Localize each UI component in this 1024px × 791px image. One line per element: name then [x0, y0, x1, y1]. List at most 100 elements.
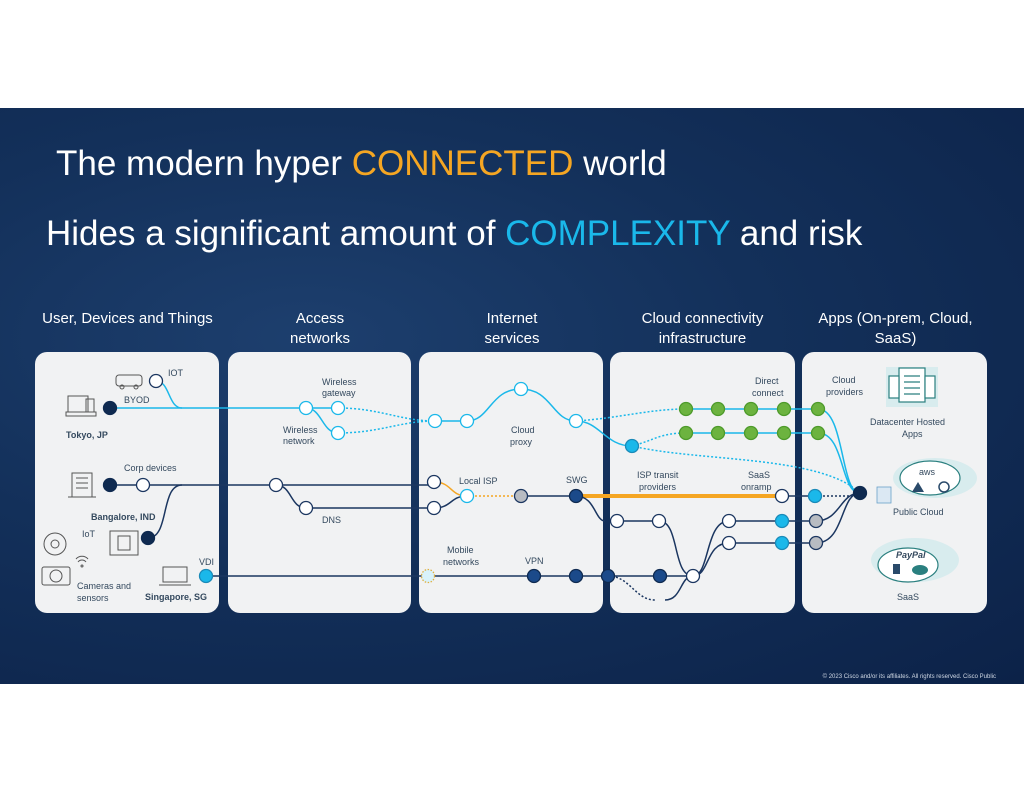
network-node: [808, 513, 824, 529]
network-node: [678, 401, 694, 417]
network-node: [652, 568, 668, 584]
network-node: [459, 488, 475, 504]
network-node: [140, 530, 156, 546]
laptop-icon: [159, 566, 191, 586]
network-node: [721, 513, 737, 529]
network-node: [426, 500, 442, 516]
label-vdi: VDI: [199, 557, 214, 567]
label-bangalore: Bangalore, IND: [91, 512, 156, 522]
column-header-access: Access networks: [289, 310, 351, 347]
label-public-cloud: Public Cloud: [893, 507, 944, 517]
label-sensors: sensors: [77, 593, 109, 603]
wifi-icon: [75, 555, 89, 568]
building-icon: [68, 472, 96, 498]
network-node: [198, 568, 214, 584]
network-node: [710, 425, 726, 441]
aws-logo: aws: [919, 467, 936, 477]
network-node: [148, 373, 164, 389]
network-node: [810, 425, 826, 441]
network-diagram: IOT BYOD Tokyo, JP Corp devices Bangalor…: [41, 367, 977, 603]
network-node: [298, 500, 314, 516]
network-node: [102, 477, 118, 493]
gear-icon: [43, 532, 67, 556]
paypal-logo: PayPal: [896, 550, 926, 560]
camera-icon: [41, 566, 71, 586]
network-node: [685, 568, 701, 584]
network-node: [721, 535, 737, 551]
slide: The modern hyper CONNECTED world Hides a…: [0, 108, 1024, 684]
label-vpn: VPN: [525, 556, 544, 566]
label-saas: SaaS: [897, 592, 919, 602]
network-node: [420, 568, 436, 584]
column-header-users: User, Devices and Things: [42, 310, 213, 327]
slide-subtitle: Hides a significant amount of COMPLEXITY…: [46, 214, 863, 253]
network-node: [810, 401, 826, 417]
network-node: [776, 401, 792, 417]
label-cameras: Cameras and: [77, 581, 131, 591]
slide-title: The modern hyper CONNECTED world: [56, 144, 667, 183]
cloud-server-icon: [876, 486, 892, 504]
network-node: [568, 568, 584, 584]
network-node: [426, 474, 442, 490]
network-node: [743, 425, 759, 441]
column-header-cloud-connectivity: Cloud connectivity infrastructure: [641, 310, 764, 347]
network-node: [774, 513, 790, 529]
label-local-isp: Local ISP: [459, 476, 498, 486]
controller-icon: [109, 530, 139, 556]
network-node: [568, 413, 584, 429]
panel-users: [35, 352, 219, 613]
network-node: [609, 513, 625, 529]
label-swg: SWG: [566, 475, 588, 485]
network-node: [807, 488, 823, 504]
network-node: [135, 477, 151, 493]
network-node: [427, 413, 443, 429]
network-node: [774, 535, 790, 551]
network-node: [600, 568, 616, 584]
node-group: [102, 373, 868, 584]
network-node: [330, 400, 346, 416]
saas-cloud-icon: PayPal: [871, 538, 959, 583]
network-node: [776, 425, 792, 441]
network-node: [774, 488, 790, 504]
devices-icon: [65, 395, 97, 417]
panel-access: [228, 352, 411, 613]
network-node: [624, 438, 640, 454]
network-node: [330, 425, 346, 441]
network-node: [743, 401, 759, 417]
panel-internet: [419, 352, 603, 613]
network-node: [568, 488, 584, 504]
label-corp-devices: Corp devices: [124, 463, 177, 473]
network-node: [651, 513, 667, 529]
column-header-internet: Internet services: [484, 310, 540, 347]
van-icon: [115, 374, 143, 390]
copyright-footer: © 2023 Cisco and/or its affiliates. All …: [822, 674, 996, 680]
public-cloud-icon: aws: [893, 458, 977, 498]
label-dns: DNS: [322, 515, 341, 525]
network-node: [852, 485, 868, 501]
datacenter-icon: [886, 367, 938, 407]
network-node: [298, 400, 314, 416]
network-node: [459, 413, 475, 429]
network-node: [808, 535, 824, 551]
network-node: [526, 568, 542, 584]
network-node: [678, 425, 694, 441]
label-tokyo: Tokyo, JP: [66, 430, 108, 440]
label-iot: IoT: [82, 529, 96, 539]
label-byod: BYOD: [124, 395, 150, 405]
label-singapore: Singapore, SG: [145, 592, 207, 602]
network-node: [513, 488, 529, 504]
label-iot-top: IOT: [168, 368, 184, 378]
column-header-apps: Apps (On-prem, Cloud, SaaS): [818, 310, 973, 347]
network-node: [268, 477, 284, 493]
network-node: [102, 400, 118, 416]
network-node: [710, 401, 726, 417]
